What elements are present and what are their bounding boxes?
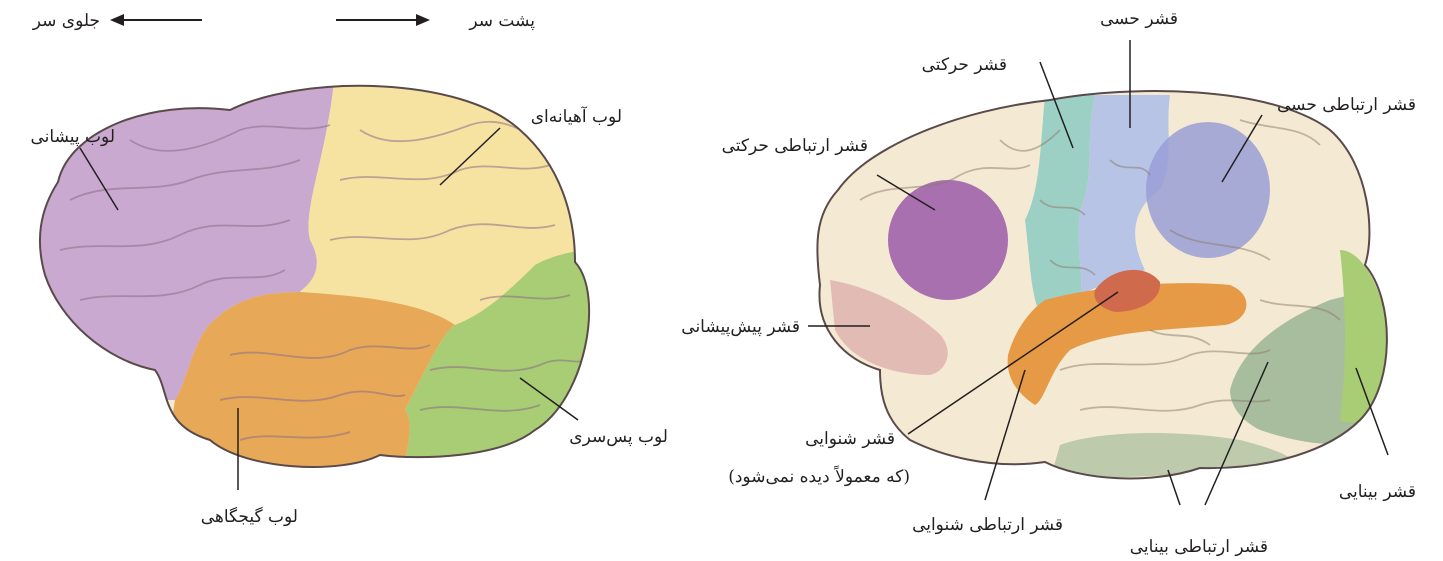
arrow-right-icon — [416, 14, 430, 26]
motor-association-cortex — [888, 180, 1008, 300]
frontal-lobe-label: لوب پیشانی — [31, 127, 115, 147]
back-label: پشت سر — [468, 11, 535, 31]
right-brain — [817, 91, 1390, 480]
arrow-left-icon — [110, 14, 124, 26]
occipital-lobe-label: لوب پس‌سری — [569, 427, 668, 447]
visual-cortex — [1340, 250, 1390, 423]
sensory-association-label: قشر ارتباطی حسی — [1277, 95, 1416, 115]
visual-association-label: قشر ارتباطی بینایی — [1130, 537, 1268, 557]
direction-back: پشت سر — [336, 11, 535, 31]
motor-association-label: قشر ارتباطی حرکتی — [722, 136, 868, 156]
sensory-cortex-label: قشر حسی — [1100, 9, 1178, 29]
left-brain — [0, 0, 700, 561]
auditory-association-label: قشر ارتباطی شنوایی — [912, 515, 1063, 535]
visual-cortex-label: قشر بینایی — [1339, 482, 1416, 502]
temporal-lobe-label: لوب گیجگاهی — [201, 506, 298, 527]
parietal-lobe — [300, 0, 700, 325]
prefrontal-cortex-label: قشر پیش‌پیشانی — [681, 317, 800, 337]
front-label: جلوی سر — [32, 11, 100, 31]
auditory-cortex-label: قشر شنوایی — [805, 429, 895, 449]
parietal-lobe-label: لوب آهیانه‌ای — [531, 105, 622, 127]
sensory-association-cortex — [1146, 122, 1270, 258]
motor-cortex-label: قشر حرکتی — [922, 55, 1007, 75]
direction-front: جلوی سر — [32, 11, 202, 31]
auditory-cortex-note: (که معمولاً دیده نمی‌شود) — [728, 465, 910, 487]
